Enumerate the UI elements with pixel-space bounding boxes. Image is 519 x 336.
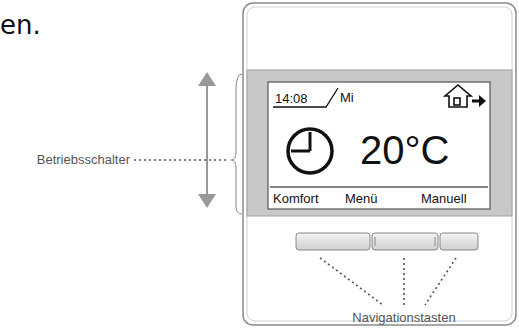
callout-label: Betriebsschalter <box>37 153 130 166</box>
navigation-buttons <box>296 233 478 250</box>
callout-label: Navigationstasten <box>352 311 455 324</box>
clock-icon <box>288 129 332 173</box>
housing-inner <box>247 7 512 321</box>
softkey-label: Menü <box>345 192 378 205</box>
weekday-text: Mi <box>340 91 354 104</box>
switch-band <box>247 70 512 216</box>
time-underline <box>273 88 338 107</box>
button-leaders <box>320 258 456 305</box>
switch-bracket <box>231 74 242 214</box>
housing <box>243 3 516 325</box>
display-screen <box>268 82 490 209</box>
switch-leader <box>134 159 228 161</box>
softkey-label: Komfort <box>273 192 319 205</box>
house-icon <box>445 85 486 107</box>
softkey-divider <box>270 186 488 187</box>
softkey-label: Manuell <box>421 192 467 205</box>
switch-arrow <box>198 72 216 208</box>
time-text: 14:08 <box>275 92 308 105</box>
temperature-text: 20°C <box>360 130 449 170</box>
page-fragment: en. <box>0 12 41 38</box>
